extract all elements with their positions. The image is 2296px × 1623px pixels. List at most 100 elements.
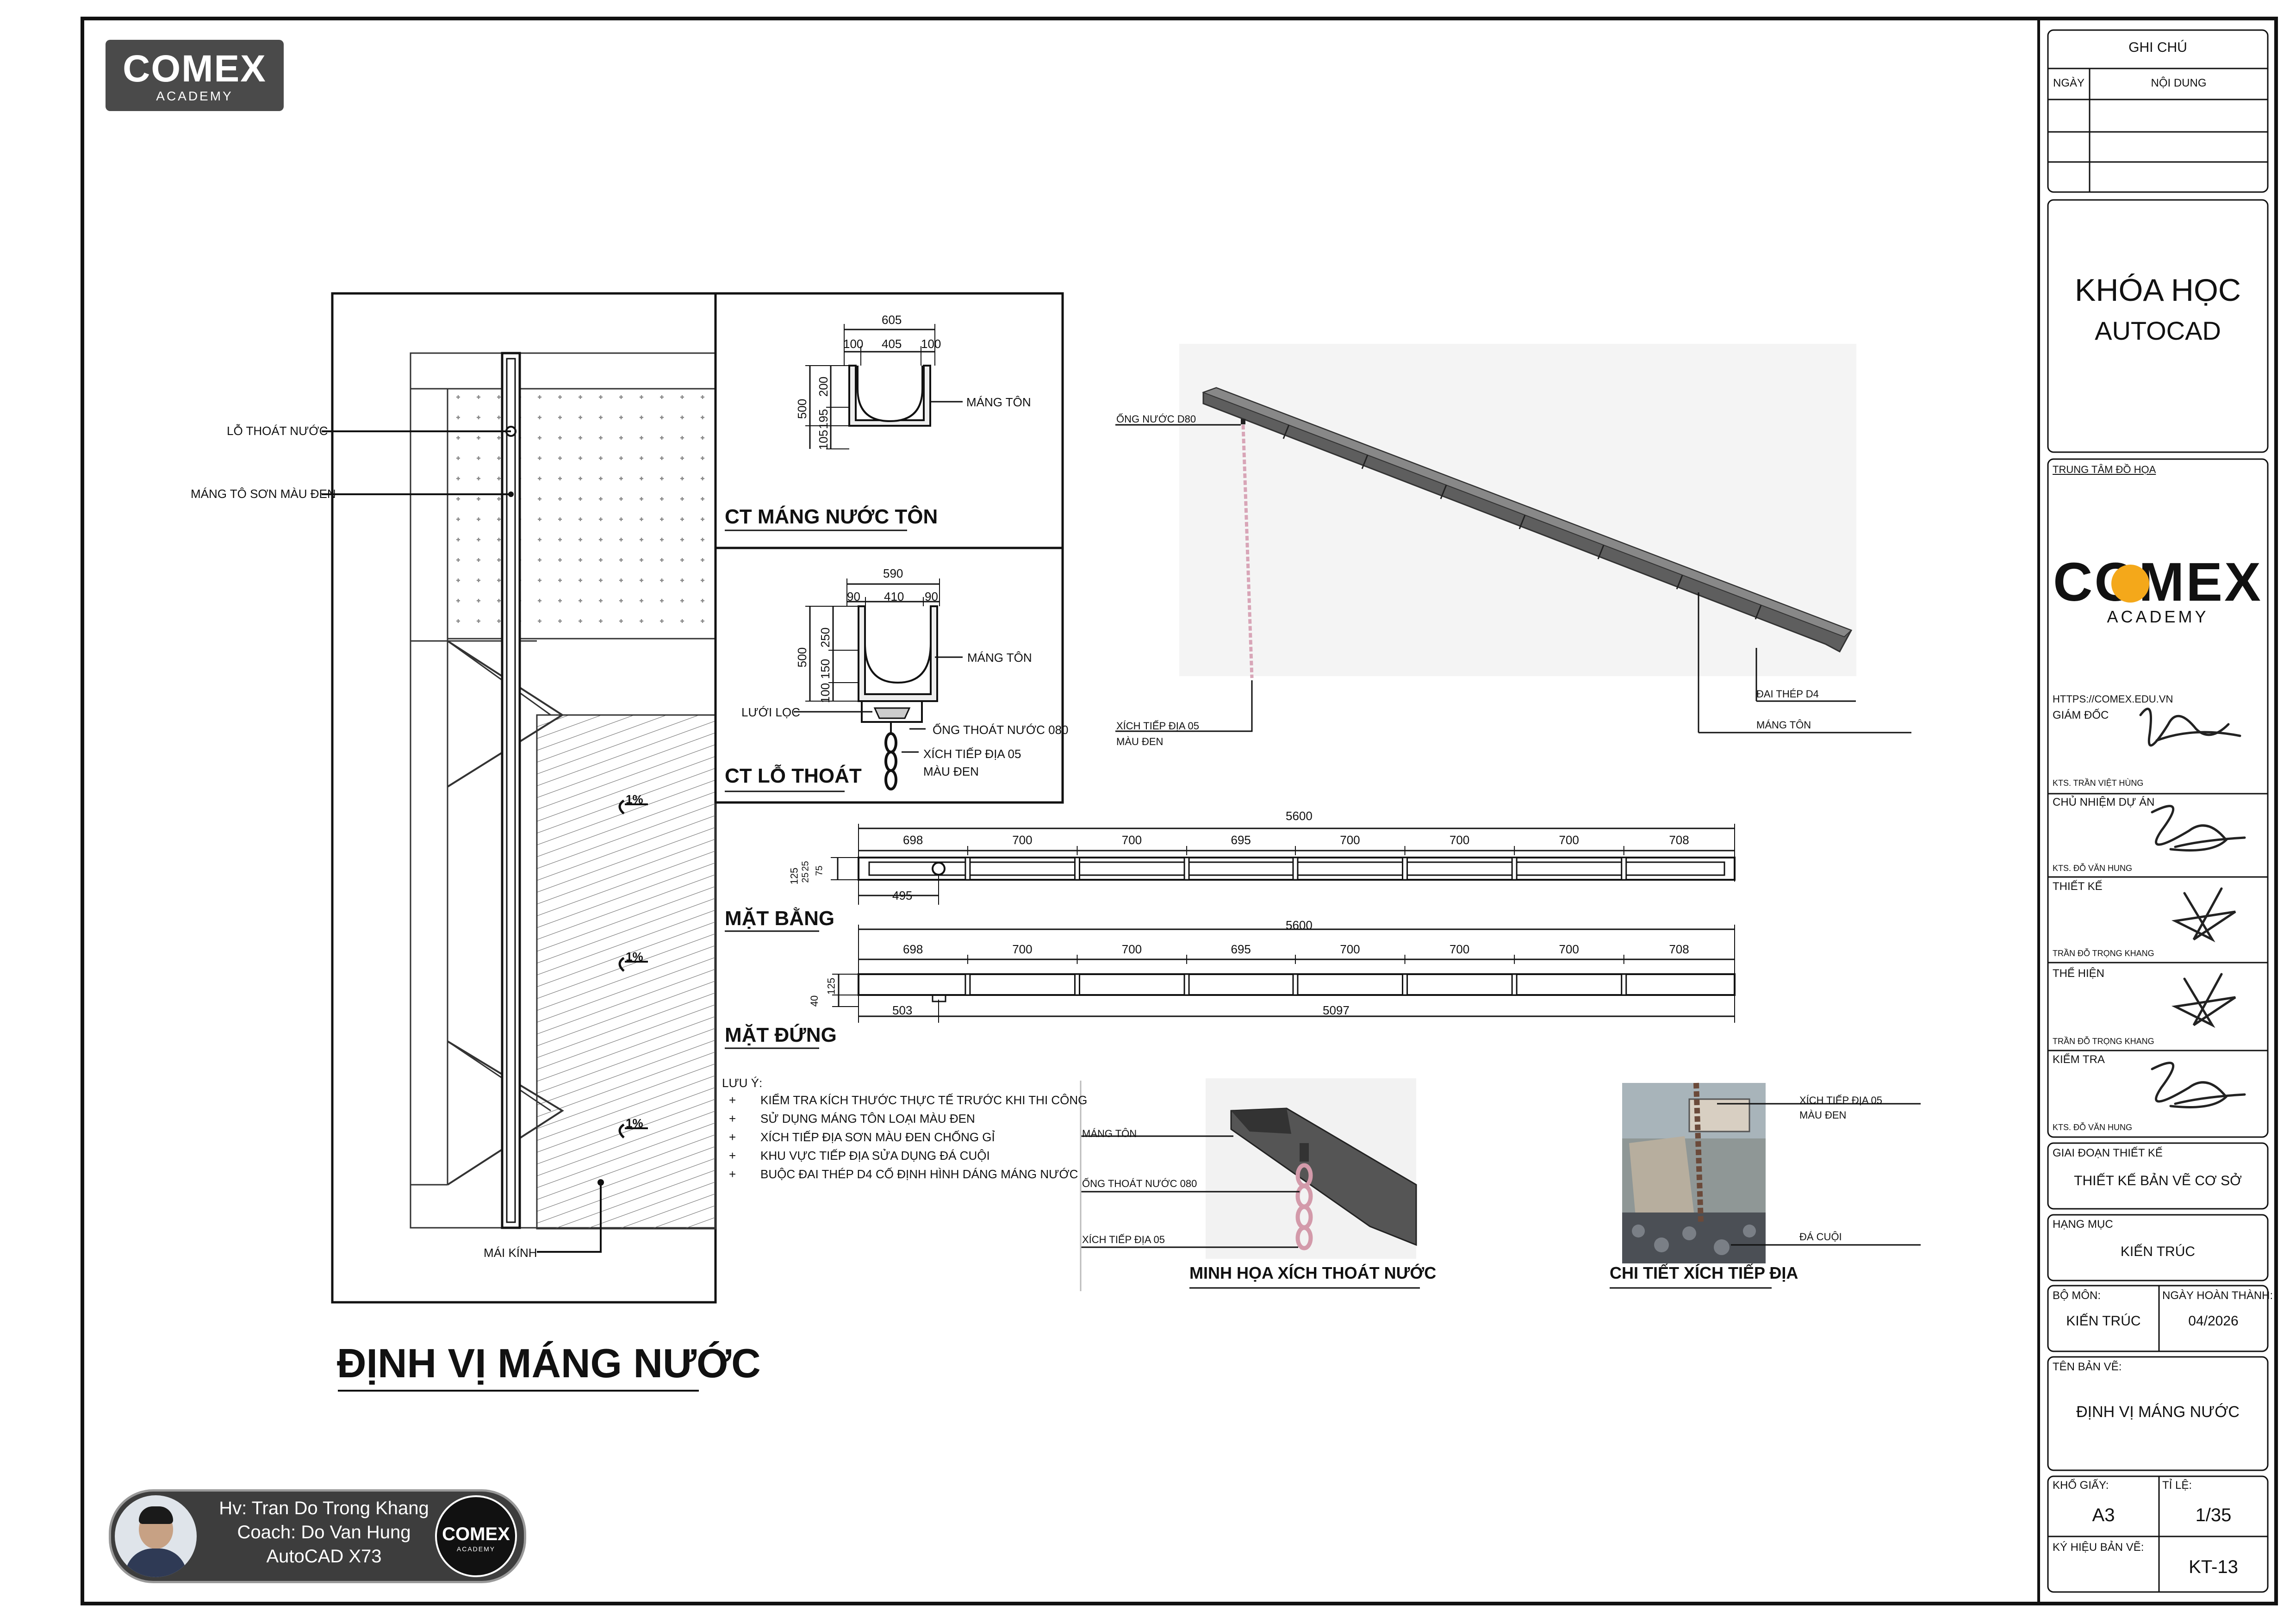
detail-lo-section <box>794 578 963 790</box>
tb-hang-muc-val: KIẾN TRÚC <box>2120 1244 2196 1259</box>
segment-dim-label: 700 <box>1340 833 1360 847</box>
segment-dim-label: 708 <box>1669 833 1689 847</box>
dim-label: 25 <box>800 861 811 871</box>
logo-badge: COMEX ACADEMY <box>106 40 284 111</box>
avatar <box>115 1495 197 1577</box>
note-bullet: + <box>729 1149 736 1163</box>
label-luoi-loc: LƯỚI LỌC <box>741 705 800 719</box>
segment-dim-label: 700 <box>1121 942 1142 956</box>
note-bullet: + <box>729 1093 736 1107</box>
slope-label: 1% <box>626 1116 643 1130</box>
dim-label: 125 <box>825 977 837 995</box>
student-name: Hv: Tran Do Trong Khang <box>219 1498 429 1518</box>
note-item: +KIỂM TRA KÍCH THƯỚC THỰC TẾ TRƯỚC KHI T… <box>729 1093 1087 1107</box>
tb-thiet-ke: THIẾT KẾ <box>2053 880 2103 893</box>
segment-dim-label: 700 <box>1012 942 1033 956</box>
label-mang-ton: MÁNG TÔN <box>966 395 1031 409</box>
tb-ky-hieu-val: KT-13 <box>2189 1557 2238 1577</box>
dim-label: 40 <box>809 995 821 1007</box>
dim-label: 100 <box>843 337 864 351</box>
tb-giai-doan-val: THIẾT KẾ BẢN VẼ CƠ SỞ <box>2074 1173 2242 1188</box>
note-text: XÍCH TIẾP ĐỊA SƠN MÀU ĐEN CHỐNG GỈ <box>760 1130 995 1144</box>
tb-logo-text: COMEX <box>2053 552 2263 613</box>
detail-lo-frame <box>714 547 1064 804</box>
dim-label: 75 <box>814 865 825 876</box>
segment-joint <box>1621 857 1627 881</box>
mat-bang-segment-ticks <box>964 846 1735 881</box>
dim-label: 605 <box>882 313 902 327</box>
label-mang-ton: MÁNG TÔN <box>967 651 1032 665</box>
label-xich: XÍCH TIẾP ĐỊA 05 <box>923 747 1021 761</box>
tb-giam-doc: GIÁM ĐỐC <box>2053 709 2109 721</box>
dim-total: 5600 <box>1286 918 1313 932</box>
dim-label: 500 <box>795 398 809 419</box>
segment-joint <box>1402 857 1408 881</box>
dim-label: 100 <box>818 683 833 703</box>
label-ong-nuoc: ỐNG NƯỚC D80 <box>1116 413 1196 425</box>
card-logo-text: COMEX <box>442 1524 510 1544</box>
note-bullet: + <box>729 1112 736 1126</box>
dim-total: 5600 <box>1286 809 1313 823</box>
coach-name: Coach: Do Van Hung <box>237 1522 411 1542</box>
tb-ngay-ht-val: 04/2026 <box>2188 1313 2239 1329</box>
segment-dim-label: 708 <box>1669 942 1689 956</box>
label-mang-to: MÁNG TÔ SƠN MÀU ĐEN <box>191 487 336 501</box>
segment-dim-label: 700 <box>1559 833 1579 847</box>
segment-joint <box>1074 857 1080 881</box>
segment-joint <box>1621 973 1627 996</box>
segment-dim-label: 695 <box>1231 942 1251 956</box>
label-xich: XÍCH TIẾP ĐỊA 05 <box>1082 1234 1165 1245</box>
segment-joint <box>1511 857 1518 881</box>
tb-hang-muc: HẠNG MỤC <box>2053 1218 2113 1231</box>
photo-grounding-chain <box>1622 1082 1921 1263</box>
tb-ten-ban-ve: TÊN BẢN VẼ: <box>2053 1361 2122 1373</box>
label-ong-thoat: ỐNG THOÁT NƯỚC 080 <box>1082 1178 1197 1189</box>
dim-label: 405 <box>882 337 902 351</box>
student-card: Hv: Tran Do Trong Khang Coach: Do Van Hu… <box>109 1489 526 1583</box>
dim-label: 25 <box>800 872 811 883</box>
dim-hole: 495 <box>892 889 913 902</box>
note-item: + XÍCH TIẾP ĐỊA SƠN MÀU ĐEN CHỐNG GỈ <box>729 1130 995 1144</box>
tb-course-line2: AUTOCAD <box>2095 316 2221 345</box>
dim-label: 5097 <box>1323 1003 1350 1017</box>
tb-course-line1: KHÓA HỌC <box>2075 273 2241 308</box>
tb-the-hien-name: TRẦN ĐỖ TRỌNG KHANG <box>2053 1037 2154 1046</box>
tb-center: TRUNG TÂM ĐỒ HỌA <box>2053 464 2156 475</box>
tb-kiem-tra: KIỂM TRA <box>2053 1053 2105 1066</box>
segment-dim-label: 700 <box>1340 942 1360 956</box>
note-text: BUỘC ĐAI THÉP D4 CỐ ĐỊNH HÌNH DÁNG MÁNG … <box>760 1167 1078 1181</box>
label-mau-den: MÀU ĐEN <box>923 765 979 778</box>
dim-label: 105 <box>816 429 831 450</box>
detail-mang-title: CT MÁNG NƯỚC TÔN <box>725 505 938 528</box>
segment-joint <box>1292 973 1299 996</box>
mat-dung-title: MẶT ĐỨNG <box>725 1024 837 1046</box>
dim-label: 590 <box>883 566 903 580</box>
sheet-border <box>81 17 2278 1605</box>
tb-logo: COMEX ACADEMY <box>2048 551 2268 627</box>
label-xich: XÍCH TIẾP ĐỊA 05 <box>1799 1094 1882 1106</box>
logo-dot <box>2111 565 2149 603</box>
tb-ten-ban-ve-val: ĐỊNH VỊ MÁNG NƯỚC <box>2076 1403 2240 1421</box>
note-text: SỬ DỤNG MÁNG TÔN LOẠI MÀU ĐEN <box>760 1112 975 1126</box>
tb-ngay-ht: NGÀY HOÀN THÀNH: <box>2162 1289 2273 1302</box>
label-mai-kinh: MÁI KÍNH <box>484 1246 537 1260</box>
label-dai-thep: ĐAI THÉP D4 <box>1756 688 1819 700</box>
tb-noi-dung: NỘI DUNG <box>2151 77 2207 89</box>
tb-logo-subtext: ACADEMY <box>2107 607 2209 626</box>
note-bullet: + <box>729 1130 736 1144</box>
label-mang-ton: MÁNG TÔN <box>1756 719 1811 731</box>
dim-label: 200 <box>816 376 831 397</box>
tb-url[interactable]: HTTPS://COMEX.EDU.VN <box>2053 693 2173 705</box>
detail-mang-section <box>805 324 963 449</box>
tb-chu-nhiem-name: KTS. ĐỖ VĂN HUNG <box>2053 864 2133 873</box>
tb-ngay: NGÀY <box>2053 77 2084 89</box>
plan-view <box>322 292 717 1304</box>
tb-giam-doc-name: KTS. TRẦN VIỆT HÙNG <box>2053 778 2144 788</box>
dim-label: 195 <box>816 409 831 429</box>
dim-label: 503 <box>892 1003 913 1017</box>
tb-ghi-chu: GHI CHÚ <box>2128 40 2187 55</box>
photo-chain-illustration <box>1080 1078 1417 1291</box>
course-name: AutoCAD X73 <box>266 1546 382 1567</box>
tb-chu-nhiem: CHỦ NHIỆM DỰ ÁN <box>2053 796 2155 808</box>
